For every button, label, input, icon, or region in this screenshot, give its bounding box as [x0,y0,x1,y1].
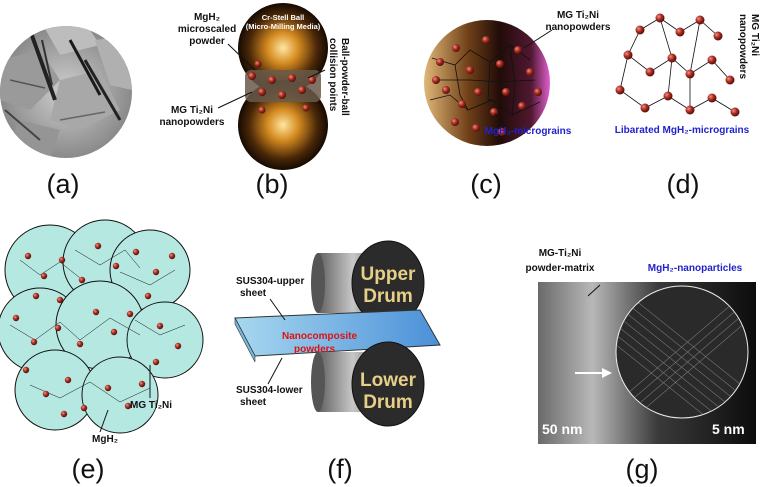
caption-b: (b) [256,169,289,199]
d-liberated-label: Libarated MgH₂-micrograins [615,125,750,136]
panel-g: 50 nm 5 nm MG-Ti₂Ni powder-matrix MgH₂-n… [526,248,756,484]
lower-drum-label-1: Lower [360,370,417,391]
collision-label-2: collision points [327,38,338,112]
lower-drum-face [351,341,425,427]
particles-d [615,13,740,117]
lower-ball [238,80,328,170]
caption-a: (a) [47,169,80,199]
e-mgh2-pointer [99,409,109,433]
c-ti2ni-pointer [523,29,553,49]
panel-d: MG Ti₂Ni nanopowders Libarated MgH₂-micr… [615,13,760,199]
panel-b: Cr-Stell Ball (Micro-Milling Media) MgH₂… [159,3,350,199]
ball-title-1: Cr-Stell Ball [262,13,305,22]
caption-f: (f) [327,454,352,484]
panel-e: MG Ti₂Ni MgH₂ (e) [0,219,204,484]
c-ti2ni-label-1: MG Ti₂Ni [557,10,599,21]
sheet-upper-label-2: sheet [240,288,267,299]
g-matrix-label-2: powder-matrix [526,263,595,274]
sheet-upper-pointer [269,298,286,321]
g-arrow-head [602,368,612,378]
mgh2-label-1: MgH₂ [194,12,220,23]
caption-d: (d) [667,169,700,199]
nano-label-2: powders [294,344,336,355]
upper-drum-back [311,253,325,313]
sheet-lower-pointer [267,357,283,385]
ti2ni-label-2: nanopowders [159,117,224,128]
upper-drum-label-2: Drum [363,286,413,307]
ball-title-2: (Micro-Milling Media) [246,22,321,31]
ti2ni-pointer [217,91,253,109]
panel-a: (a) [0,26,132,199]
e-ti2ni-label: MG Ti₂Ni [130,400,172,411]
nano-label-1: Nanocomposite [282,331,357,342]
collision-label-1: Ball-powder-ball [339,38,350,116]
panel-f: Upper Drum Lower Drum Nanocomposite powd… [234,240,441,484]
g-scale-right: 5 nm [712,421,745,437]
caption-g: (g) [626,454,659,484]
subgrain-boundaries-e [9,249,186,403]
d-ti2ni-label-2: nanopowders [737,14,748,79]
c-ti2ni-label-2: nanopowders [545,22,610,33]
sheet-lower-label-1: SUS304-lower [236,385,303,396]
g-scale-left: 50 nm [542,421,582,437]
sheet-edge [234,317,256,363]
powder-particles [248,60,316,114]
sheet-lower-label-2: sheet [240,397,267,408]
mgh2-label-3: powder [189,36,225,47]
caption-e: (e) [72,454,105,484]
mgh2-label-2: microscaled [178,24,236,35]
particles-c [432,36,542,136]
sheet-upper-label-1: SUS304-upper [236,276,304,287]
collision-pointer [307,69,326,79]
ti2ni-label-1: MG Ti₂Ni [171,105,213,116]
panel-c: MG Ti₂Ni nanopowders MgH₂-micrograins (c… [424,10,611,199]
nanoparticle-inset [615,285,749,419]
upper-drum-label-1: Upper [361,264,417,285]
e-mgh2-label: MgH₂ [92,434,118,445]
c-micrograins-label: MgH₂-micrograins [485,126,572,137]
lower-drum-back [311,352,325,412]
mgh2-pointer [227,43,256,71]
grains-e [0,219,204,434]
d-ti2ni-label-1: MG Ti₂Ni [749,14,760,56]
g-matrix-label-1: MG-Ti₂Ni [539,248,582,259]
particles-e [12,242,182,418]
g-matrix-pointer [587,284,601,297]
g-nanoparticles-label: MgH₂-nanoparticles [648,263,743,274]
caption-c: (c) [470,169,501,199]
c-micrograins-pointer [494,113,507,127]
lower-drum-label-2: Drum [363,392,413,413]
